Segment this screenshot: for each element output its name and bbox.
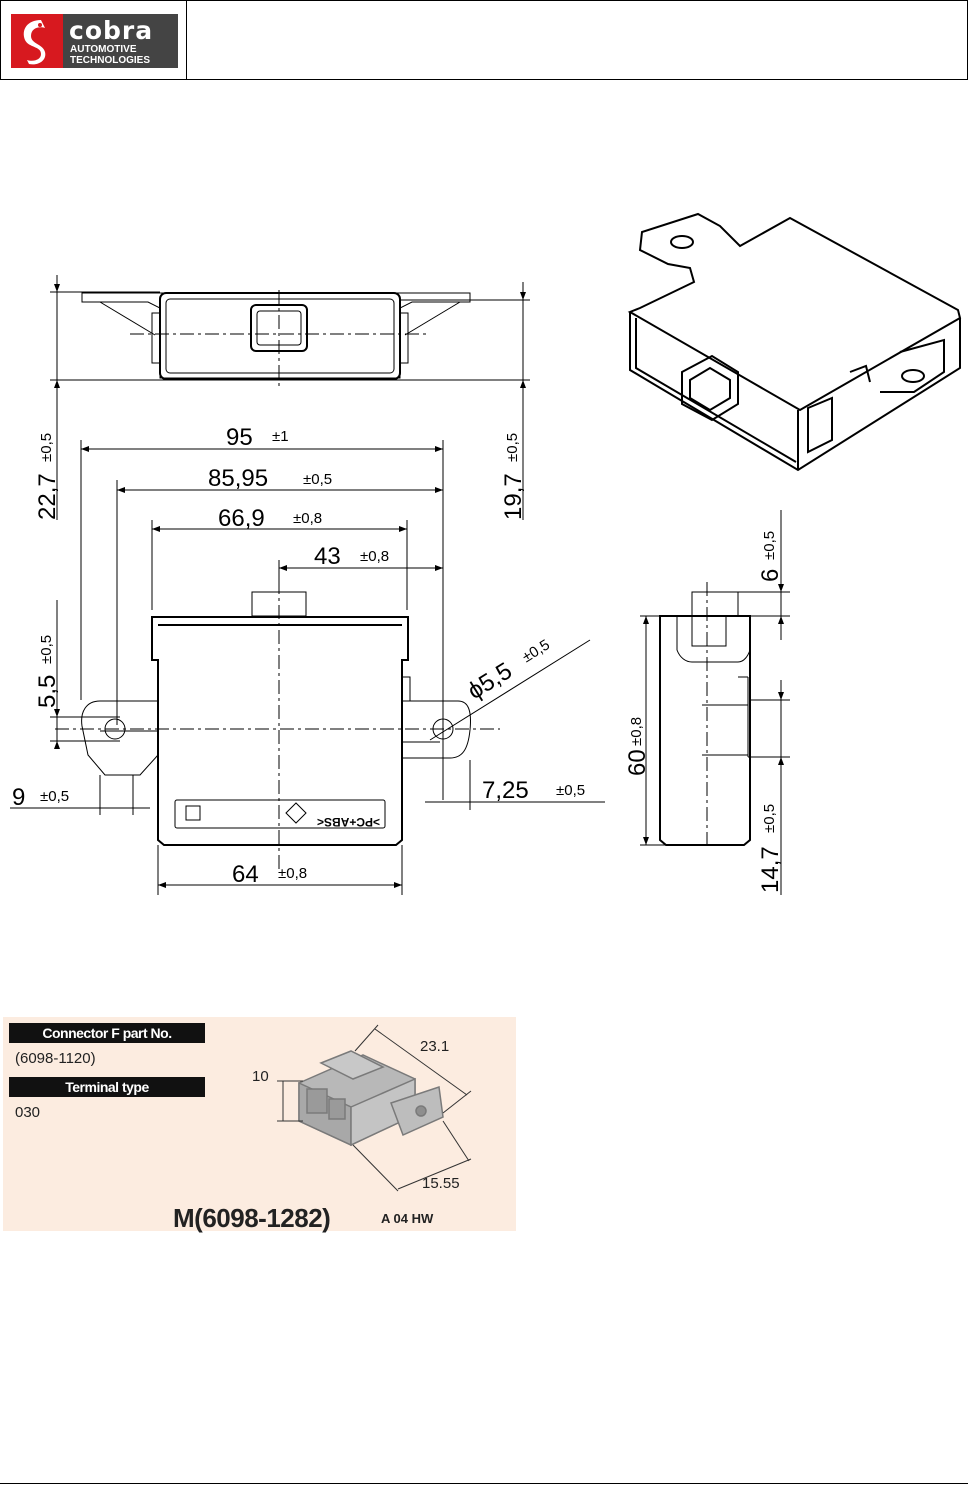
dim-85-95: 85,95 xyxy=(208,465,268,492)
connector-model: M(6098-1282) xyxy=(173,1203,330,1234)
connector-height: 10 xyxy=(252,1068,269,1085)
tol-6: ±0,5 xyxy=(761,531,778,560)
dim-14-7: 14,7 xyxy=(757,846,784,893)
connector-width: 15.55 xyxy=(422,1175,460,1192)
tol-19-7: ±0,5 xyxy=(504,433,521,462)
connector-length: 23.1 xyxy=(420,1038,449,1055)
material-label: >PC+ABS< xyxy=(317,815,380,829)
tol-phi-5-5: ±0,5 xyxy=(519,636,553,666)
footer-divider xyxy=(0,1483,968,1484)
tol-9: ±0,5 xyxy=(40,788,69,805)
dim-7-25: 7,25 xyxy=(482,777,529,804)
technical-drawing: 95 ±1 85,95 ±0,5 66,9 ±0,8 43 ±0,8 64 ±0… xyxy=(0,0,968,1000)
tol-5-5: ±0,5 xyxy=(38,635,55,664)
dim-9: 9 xyxy=(12,784,25,811)
tol-66-9: ±0,8 xyxy=(293,510,322,527)
dim-phi-5-5: ϕ5,5 xyxy=(463,657,517,705)
dim-22-7: 22,7 xyxy=(34,473,61,520)
dim-95: 95 xyxy=(226,424,253,451)
tol-14-7: ±0,5 xyxy=(761,804,778,833)
connector-panel: Connector F part No. (6098-1120) Termina… xyxy=(3,1017,516,1231)
dimension-labels: 95 ±1 85,95 ±0,5 66,9 ±0,8 43 ±0,8 64 ±0… xyxy=(12,424,784,893)
dim-60: 60 xyxy=(624,749,651,776)
tol-60: ±0,8 xyxy=(628,717,645,746)
tol-22-7: ±0,5 xyxy=(38,433,55,462)
tol-7-25: ±0,5 xyxy=(556,782,585,799)
tol-43: ±0,8 xyxy=(360,548,389,565)
top-view xyxy=(50,275,530,520)
dim-66-9: 66,9 xyxy=(218,505,265,532)
dim-43: 43 xyxy=(314,543,341,570)
dim-19-7: 19,7 xyxy=(500,473,527,520)
dim-64: 64 xyxy=(232,861,259,888)
side-view xyxy=(640,510,790,895)
dimension-arrows xyxy=(54,284,526,888)
tol-85-95: ±0,5 xyxy=(303,471,332,488)
connector-revision: A 04 HW xyxy=(381,1211,433,1226)
dim-5-5: 5,5 xyxy=(34,675,61,708)
tol-95: ±1 xyxy=(272,428,289,445)
front-view xyxy=(50,440,500,895)
isometric-view xyxy=(630,214,960,470)
dim-6: 6 xyxy=(757,569,784,582)
tol-64: ±0,8 xyxy=(278,865,307,882)
